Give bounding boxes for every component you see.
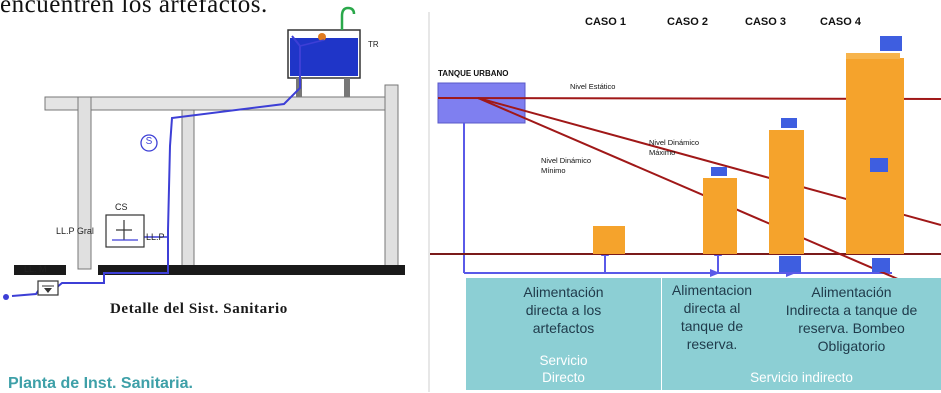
llp-label: LL.P <box>146 232 165 242</box>
panel-1-line-2: directa a los <box>525 302 602 318</box>
case-3-label: CASO 3 <box>745 16 786 28</box>
panel-1-text: Alimentación directa a los artefactos <box>466 283 661 337</box>
nivel-estatico-label: Nivel Estático <box>570 82 616 91</box>
heading-fragment: encuentren los artefactos. <box>0 0 268 18</box>
panel-2-text: Alimentacion directa al tanque de reserv… <box>662 281 762 353</box>
nivel-dinamico-min-line-2: Mínimo <box>541 166 566 175</box>
panel-1-line-3: artefactos <box>532 320 595 336</box>
panel-2-line-1: Alimentacion <box>671 282 753 298</box>
s-label: S <box>145 136 153 147</box>
case-4-label: CASO 4 <box>820 16 861 28</box>
urban-tank-label: TANQUE URBANO <box>438 69 509 78</box>
panel-3-line-4: Obligatorio <box>817 338 886 354</box>
detail-caption: Detalle del Sist. Sanitario <box>110 301 288 317</box>
nivel-dinamico-max-line-2: Máximo <box>649 148 676 157</box>
panel-2-line-3: tanque de <box>680 318 744 334</box>
panel-2-line-4: reserva. <box>686 336 738 352</box>
panel-3-line-2: Indirecta a tanque de <box>785 302 918 318</box>
cs-label: CS <box>115 202 128 212</box>
panel-2-line-2: directa al <box>683 300 741 316</box>
llp-gral-label: LL.P Gral <box>56 226 94 236</box>
footer-title: Planta de Inst. Sanitaria. <box>8 375 193 392</box>
panel-1-line-1: Alimentación <box>523 284 604 300</box>
case-2-label: CASO 2 <box>667 16 708 28</box>
panel-1-service-line-1: Servicio <box>539 353 588 368</box>
panel-1-service-line-2: Directo <box>542 370 585 385</box>
nivel-dinamico-max-line-1: Nivel Dinámico <box>649 138 700 147</box>
llm-label: LL. M <box>24 264 47 274</box>
panel-3-line-1: Alimentación <box>811 284 892 300</box>
panel-1-service: Servicio Directo <box>466 352 661 386</box>
nivel-dinamico-min-label: Nivel Dinámico Mínimo <box>541 156 591 176</box>
service-indirect-label: Servicio indirecto <box>750 370 853 385</box>
tank-tr-label: TR <box>368 40 379 49</box>
panel-3-line-3: reserva. Bombeo <box>798 320 905 336</box>
panel-3-text: Alimentación Indirecta a tanque de reser… <box>762 283 941 355</box>
case-1-label: CASO 1 <box>585 16 626 28</box>
nivel-dinamico-min-line-1: Nivel Dinámico <box>541 156 592 165</box>
nivel-dinamico-max-label: Nivel Dinámico Máximo <box>649 138 699 158</box>
